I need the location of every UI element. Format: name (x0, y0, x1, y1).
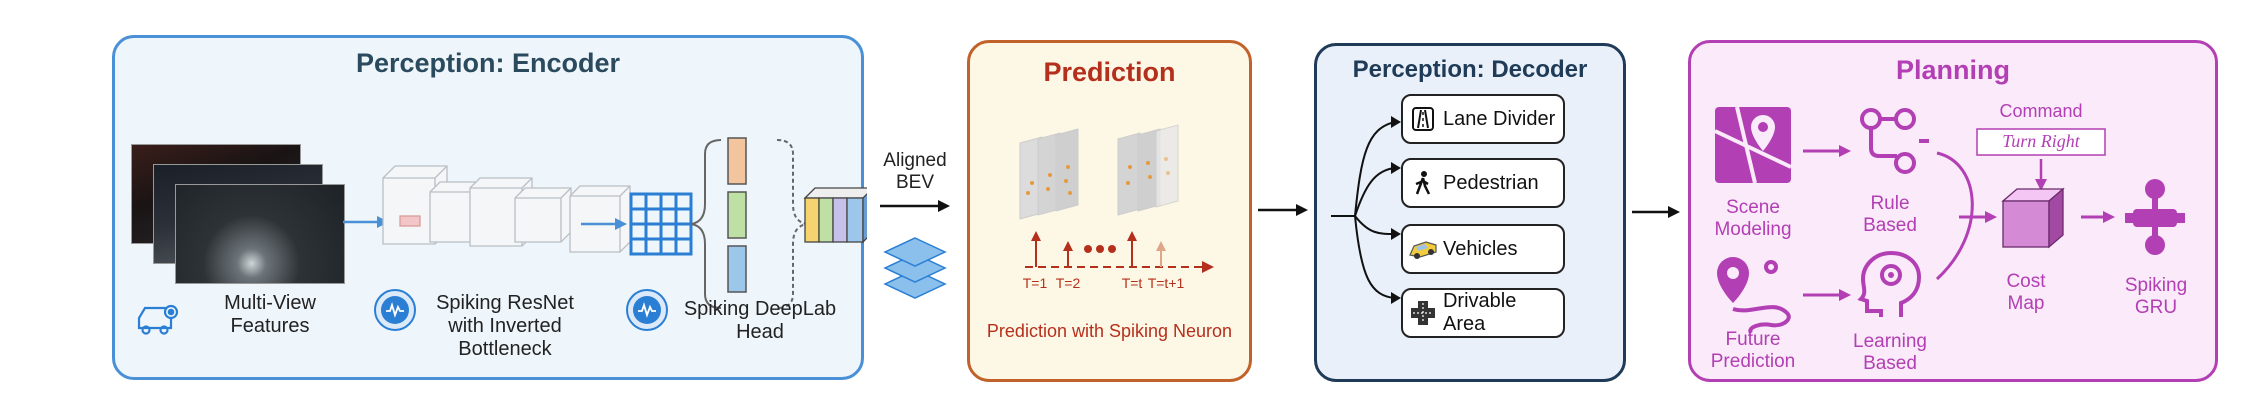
rule-based-label: Rule Based (1835, 193, 1945, 237)
camera-image-3 (175, 184, 345, 284)
prediction-caption: Prediction with Spiking Neuron (986, 321, 1233, 341)
output-cube-icon (803, 187, 867, 244)
vehicle-icon (1403, 237, 1443, 261)
decoder-panel: Perception: Decoder Lane Divider Pedestr… (1314, 43, 1626, 382)
decoder-item-lane-divider: Lane Divider (1401, 94, 1565, 144)
aligned-bev-line1: Aligned (883, 150, 947, 171)
learning-based-icon (1857, 250, 1922, 317)
pedestrian-icon (1403, 170, 1443, 196)
decoder-title: Perception: Decoder (1352, 56, 1588, 83)
encoder-title: Perception: Encoder (355, 48, 621, 78)
cost-map-cube-icon (2001, 187, 2065, 249)
brace-left (690, 139, 722, 309)
bev-grid-icon (629, 192, 693, 256)
decoder-item-vehicles: Vehicles (1401, 224, 1565, 274)
t2-label: T=2 (1055, 275, 1081, 291)
bev-frames-right (1117, 124, 1179, 216)
aligned-bev-line2: BEV (895, 171, 935, 193)
decoder-item-label: Vehicles (1443, 237, 1518, 260)
future-prediction-label: Future Prediction (1693, 329, 1813, 373)
learning-based-line2: Based (1863, 352, 1917, 374)
rule-based-line1: Rule (1870, 193, 1910, 214)
resnet-label-line1: Spiking ResNet (436, 292, 574, 314)
scene-modeling-line1: Scene (1726, 197, 1780, 218)
deeplab-label-line2: Head (736, 321, 784, 343)
lane-divider-icon (1403, 106, 1443, 132)
scene-map-icon (1714, 106, 1792, 184)
planning-panel: Planning (1688, 40, 2218, 382)
cost-map-line1: Cost (2006, 271, 2046, 292)
bev-frames-left (1019, 128, 1079, 220)
future-prediction-line2: Prediction (1710, 350, 1796, 372)
spiking-gru-line1: Spiking (2124, 275, 2188, 296)
encoder-graphics (137, 137, 867, 335)
brace-right (776, 139, 808, 309)
decoder-item-drivable-area: Drivable Area (1401, 288, 1565, 338)
prediction-panel: Prediction (967, 40, 1252, 382)
encoder-panel: Perception: Encoder (112, 35, 867, 380)
decoder-branch-graphics (1331, 116, 1401, 304)
tt-label: T=t (1121, 275, 1143, 291)
learning-based-label: Learning Based (1835, 331, 1945, 375)
command-label: Command (1999, 101, 2083, 121)
arrow-decoder-to-planning-head (1668, 206, 1680, 218)
spiking-neuron-icon-2 (626, 289, 668, 331)
spiking-gru-line2: GRU (2134, 296, 2178, 318)
arrow-encoder-to-prediction-head (938, 200, 950, 212)
scene-modeling-line2: Modeling (1714, 218, 1792, 240)
cost-map-label: Cost Map (1981, 271, 2071, 315)
scene-modeling-label: Scene Modeling (1693, 197, 1813, 241)
arrow-resnet-to-grid-head (615, 218, 627, 230)
resnet-label-line3: Bottleneck (458, 338, 552, 360)
decoder-item-label: Drivable Area (1442, 290, 1517, 335)
multiview-label: Multi-View Features (185, 292, 355, 338)
spiking-gru-label: Spiking GRU (2111, 275, 2201, 319)
prediction-graphics (1019, 124, 1214, 273)
bev-layers-icon (883, 237, 947, 299)
resnet-blocks-icon (382, 165, 631, 253)
planning-title: Planning (1896, 55, 2010, 85)
spiking-neuron-icon-1 (374, 289, 416, 331)
deeplab-label: Spiking DeepLab Head (670, 298, 850, 344)
future-prediction-icon (1717, 257, 1791, 335)
learning-based-line1: Learning (1853, 331, 1927, 352)
timeline-axis-head (1202, 261, 1214, 273)
spike-arrows (1031, 231, 1166, 267)
car-camera-icon (137, 304, 179, 335)
turn-right-box (1976, 128, 2106, 156)
multiview-label-line1: Multi-View (224, 292, 316, 314)
t1-label: T=1 (1022, 275, 1048, 291)
rule-based-icon (1860, 108, 1929, 174)
arrow-prediction-to-decoder-head (1296, 204, 1308, 216)
deeplab-head-bars-icon (727, 137, 747, 293)
prediction-title: Prediction (1043, 57, 1176, 87)
deeplab-label-line1: Spiking DeepLab (683, 298, 837, 320)
turn-right-label: Turn Right (2002, 131, 2080, 151)
aligned-bev-label: Aligned BEV (870, 150, 960, 194)
planning-graphics (1714, 106, 2185, 335)
multiview-label-line2: Features (230, 315, 310, 337)
decoder-item-label: Pedestrian (1443, 171, 1539, 194)
drivable-area-icon (1403, 299, 1443, 327)
tt1-label: T=t+1 (1147, 275, 1185, 291)
spiking-gru-icon (2125, 179, 2185, 255)
rule-based-line2: Based (1863, 214, 1917, 236)
decoder-item-pedestrian: Pedestrian (1401, 158, 1565, 208)
ellipsis-dots (1084, 245, 1116, 253)
decoder-item-label: Lane Divider (1443, 107, 1556, 130)
future-prediction-line1: Future (1725, 329, 1781, 350)
cost-map-line2: Map (2007, 292, 2045, 314)
resnet-label-line2: with Inverted (448, 315, 562, 337)
resnet-label: Spiking ResNet with Inverted Bottleneck (415, 292, 595, 361)
